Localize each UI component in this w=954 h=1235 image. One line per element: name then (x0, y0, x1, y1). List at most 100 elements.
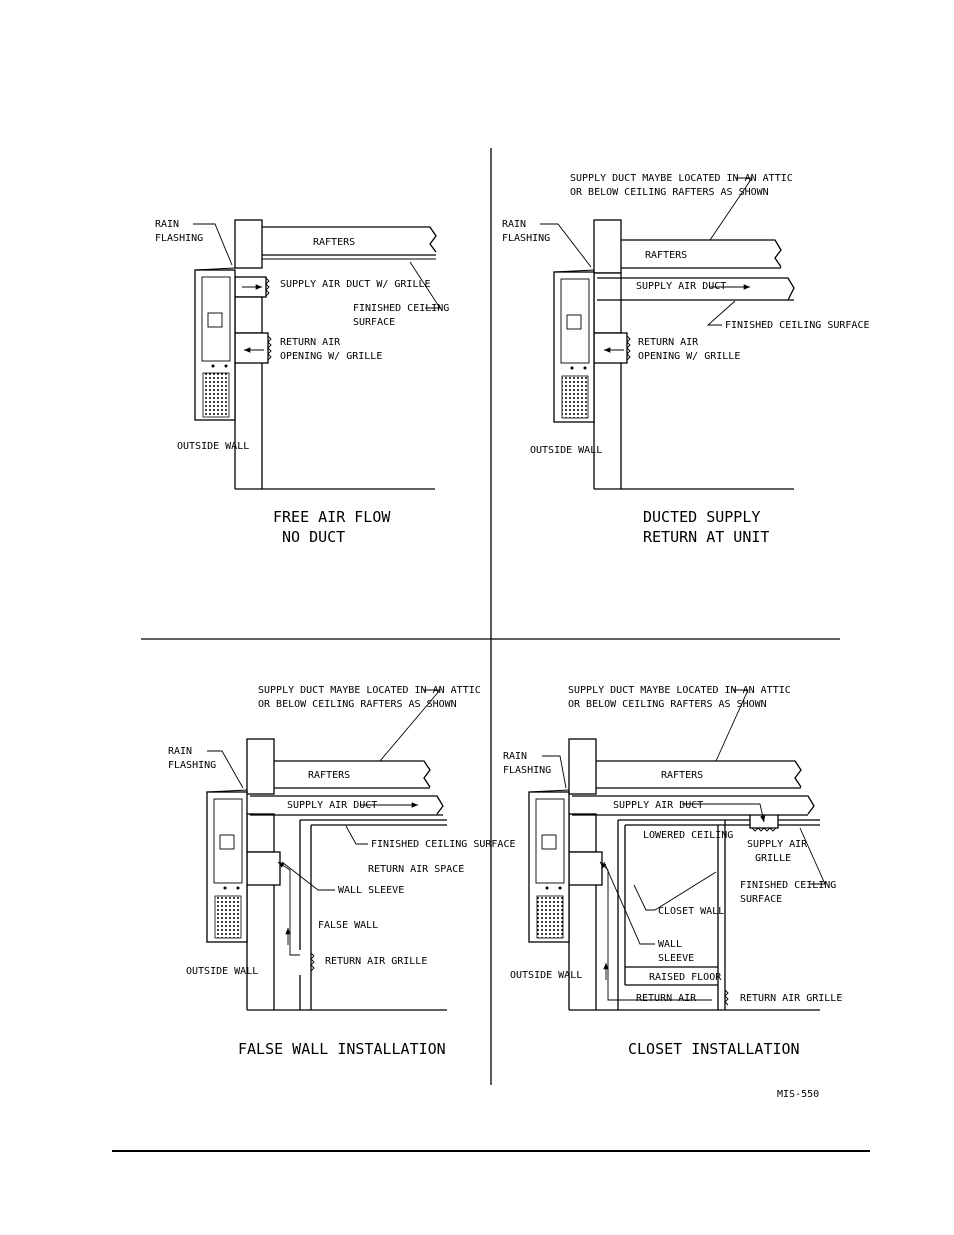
rain-flashing-label-2: FLASHING (503, 765, 551, 776)
supply-label: SUPPLY AIR DUCT (636, 281, 726, 292)
outside-wall-label: OUTSIDE WALL (186, 966, 258, 977)
panel-caption: FALSE WALL INSTALLATION (238, 1040, 446, 1058)
supply-duct (572, 795, 815, 816)
return-flow-arrow (277, 861, 300, 956)
finished-label-2: SURFACE (353, 317, 395, 328)
return-grille-label: RETURN AIR GRILLE (740, 993, 842, 1004)
return-grille (626, 335, 631, 361)
supply-duct (250, 795, 444, 816)
rain-flashing (553, 269, 595, 273)
wall-lower (246, 885, 275, 1010)
wall-sleeve-label: WALL (658, 939, 682, 950)
wall-return-block (593, 332, 628, 364)
rafters (262, 226, 437, 256)
return-label: RETURN AIR (638, 337, 699, 348)
false-wall (299, 820, 312, 1010)
rafters-label: RAFTERS (645, 250, 687, 261)
supply-label: SUPPLY AIR DUCT (613, 800, 703, 811)
drawing-number: MIS-550 (777, 1089, 819, 1100)
wall-top-block (246, 738, 275, 795)
unit-vent (536, 895, 564, 939)
raised-floor-label: RAISED FLOOR (649, 972, 722, 983)
panel-caption-2: RETURN AT UNIT (643, 528, 769, 546)
supply-label: SUPPLY AIR DUCT W/ GRILLE (280, 279, 431, 290)
wall-mid-block (593, 272, 622, 334)
return-label-2: OPENING W/ GRILLE (638, 351, 740, 362)
finished-label: FINISHED CEILING SURFACE (725, 320, 870, 331)
return-label-2: OPENING W/ GRILLE (280, 351, 382, 362)
supply-grille-label-2: GRILLE (755, 853, 791, 864)
rain-flashing (206, 789, 248, 793)
false-wall-label: FALSE WALL (318, 920, 378, 931)
rain-flashing (528, 789, 570, 793)
panel-caption: FREE AIR FLOW (273, 508, 391, 526)
wall-lower (234, 363, 263, 489)
note-label: SUPPLY DUCT MAYBE LOCATED IN AN ATTIC (258, 685, 481, 696)
ceiling-line (300, 819, 447, 826)
supply-duct (597, 277, 795, 301)
note-label-2: OR BELOW CEILING RAFTERS AS SHOWN (570, 187, 769, 198)
wall-sleeve-block (246, 851, 281, 886)
return-grille (267, 335, 272, 361)
rafters-label: RAFTERS (308, 770, 350, 781)
unit-display-icon (566, 314, 582, 330)
return-label: RETURN AIR (280, 337, 341, 348)
return-grille-label: RETURN AIR GRILLE (325, 956, 427, 967)
rain-flashing-label: RAIN (155, 219, 179, 230)
rafters-label: RAFTERS (313, 237, 355, 248)
rain-flashing-label: RAIN (503, 751, 527, 762)
rain-flashing-label: RAIN (168, 746, 192, 757)
note-label: SUPPLY DUCT MAYBE LOCATED IN AN ATTIC (568, 685, 791, 696)
ceiling-line (778, 819, 820, 826)
finished-label: FINISHED CEILING (740, 880, 836, 891)
unit-vent (202, 372, 230, 418)
note-label: SUPPLY DUCT MAYBE LOCATED IN AN ATTIC (570, 173, 793, 184)
unit-display-icon (219, 834, 235, 850)
return-space-label: RETURN AIR SPACE (368, 864, 464, 875)
closet-wall-label: CLOSET WALL (658, 906, 724, 917)
wall-sleeve-label: WALL SLEEVE (338, 885, 404, 896)
finished-label: FINISHED CEILING SURFACE (371, 839, 516, 850)
panel-caption: DUCTED SUPPLY (643, 508, 760, 526)
supply-label: SUPPLY AIR DUCT (287, 800, 377, 811)
wall-mid-block (246, 813, 275, 853)
supply-grille-label: SUPPLY AIR (747, 839, 808, 850)
outside-wall-label: OUTSIDE WALL (177, 441, 249, 452)
unit-vent (214, 895, 242, 939)
supply-grille (265, 277, 270, 297)
outside-wall-label: OUTSIDE WALL (530, 445, 602, 456)
closet-frame (617, 819, 750, 1010)
panel-false-wall: SUPPLY DUCT MAYBE LOCATED IN AN ATTIC OR… (168, 685, 516, 1058)
wall-sleeve-label-2: SLEEVE (658, 953, 694, 964)
rain-flashing-label-2: FLASHING (168, 760, 216, 771)
wall-lower (593, 363, 622, 489)
lowered-label: LOWERED CEILING (643, 830, 733, 841)
wall-top-block (234, 219, 263, 269)
panel-ducted-supply: SUPPLY DUCT MAYBE LOCATED IN AN ATTIC OR… (502, 173, 870, 546)
rafters (621, 239, 782, 269)
return-grille (724, 989, 729, 1006)
rain-flashing (194, 267, 236, 271)
return-air-label: RETURN AIR (636, 993, 697, 1004)
unit-vent (561, 375, 589, 419)
panel-closet: SUPPLY DUCT MAYBE LOCATED IN AN ATTIC OR… (503, 685, 842, 1058)
unit-display-icon (541, 834, 557, 850)
wall-sleeve-block (568, 851, 603, 886)
rain-flashing-label-2: FLASHING (155, 233, 203, 244)
panel-caption-2: NO DUCT (282, 528, 345, 546)
wall-mid-block (568, 813, 597, 853)
rafters-label: RAFTERS (661, 770, 703, 781)
panel-caption: CLOSET INSTALLATION (628, 1040, 800, 1058)
wall-top-block (593, 219, 622, 274)
finished-label: FINISHED CEILING (353, 303, 449, 314)
wall-top-block (568, 738, 597, 795)
panel-free-air-flow: RAIN FLASHING RAFTERS SUPPLY AIR DUCT W/… (155, 219, 449, 546)
rafters (274, 760, 431, 789)
rain-flashing-label: RAIN (502, 219, 526, 230)
rain-flashing-label-2: FLASHING (502, 233, 550, 244)
unit-display-icon (207, 312, 223, 328)
note-label-2: OR BELOW CEILING RAFTERS AS SHOWN (568, 699, 767, 710)
supply-grille (751, 827, 777, 832)
finished-label-2: SURFACE (740, 894, 782, 905)
